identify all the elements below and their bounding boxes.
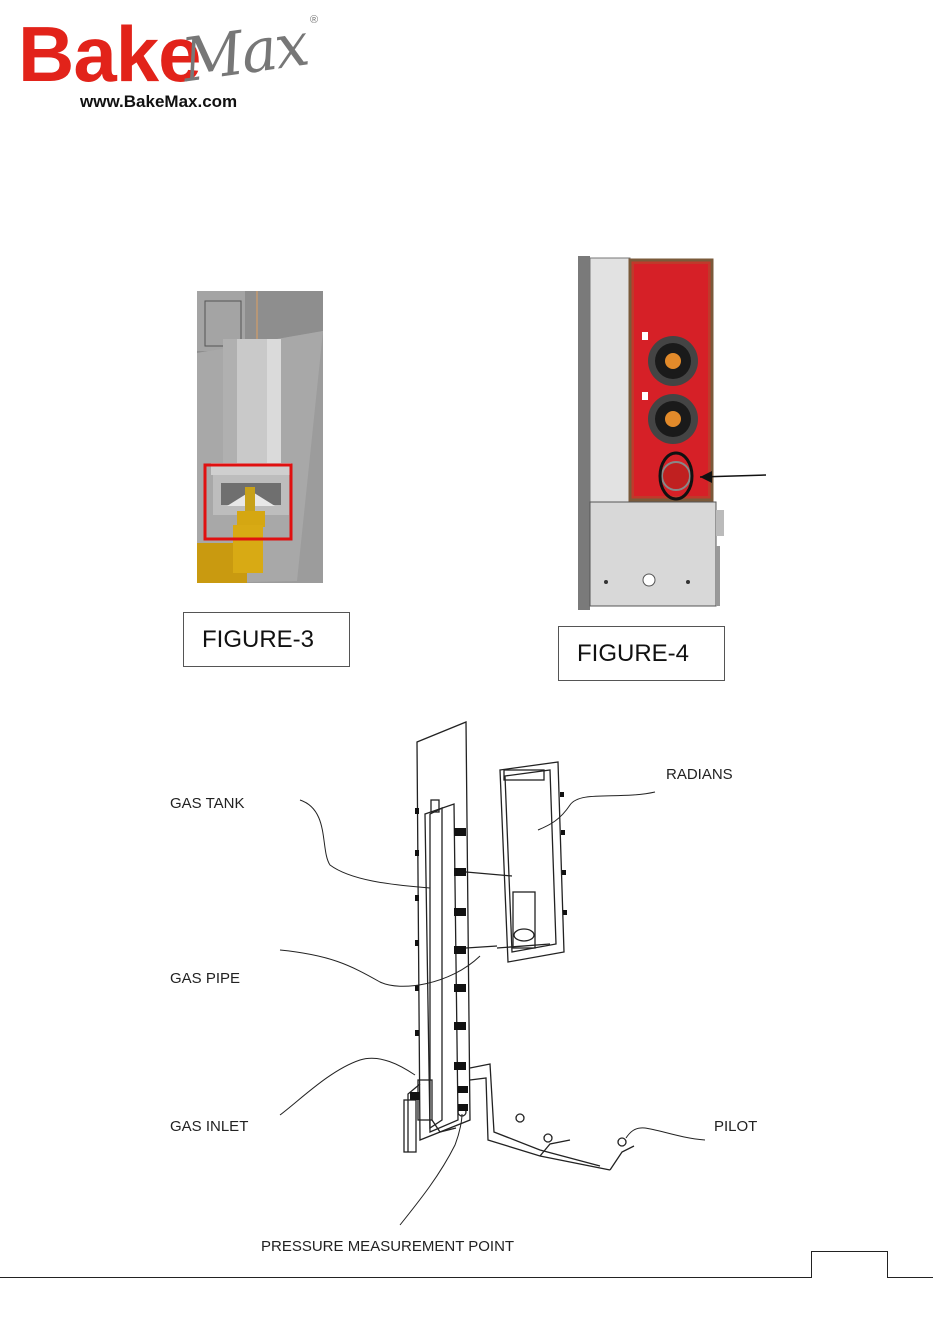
website-url: www.BakeMax.com xyxy=(80,92,237,112)
label-gas-pipe: GAS PIPE xyxy=(170,970,240,987)
figure-3-caption: FIGURE-3 xyxy=(183,612,350,667)
page-number-box xyxy=(811,1251,888,1278)
logo-registered-mark: ® xyxy=(310,14,318,26)
footer-rule xyxy=(0,1277,933,1278)
label-gas-tank: GAS TANK xyxy=(170,795,244,812)
label-pressure-measurement-point: PRESSURE MEASUREMENT POINT xyxy=(261,1238,514,1255)
label-gas-inlet: GAS INLET xyxy=(170,1118,248,1135)
figure-3-image xyxy=(197,291,323,583)
gas-assembly-drawing xyxy=(0,700,933,1260)
label-radians: RADIANS xyxy=(666,766,733,783)
label-pilot: PILOT xyxy=(714,1118,757,1135)
figure-4-caption: FIGURE-4 xyxy=(558,626,725,681)
figure-4-image xyxy=(576,256,771,610)
logo-bake-text: Bake xyxy=(18,14,200,94)
